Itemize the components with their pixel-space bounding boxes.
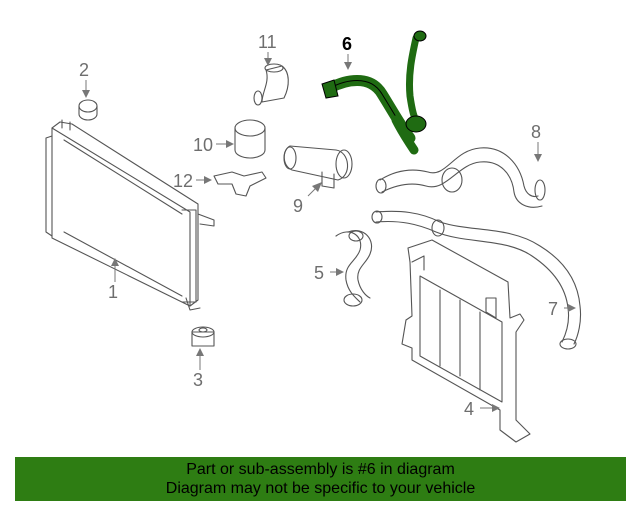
parts-diagram: 1 2 3 4 5 6 7 8 9 10 11 12 bbox=[45, 30, 582, 443]
callout-5: 5 bbox=[314, 263, 324, 283]
banner-line-part: Part or sub-assembly is #6 in diagram bbox=[186, 461, 455, 478]
radiator-cap[interactable] bbox=[78, 99, 98, 121]
callout-7: 7 bbox=[548, 299, 558, 319]
sleeve-10[interactable] bbox=[234, 119, 266, 159]
radiator-support[interactable] bbox=[401, 239, 531, 443]
callout-4: 4 bbox=[464, 399, 474, 419]
radiator-mount[interactable] bbox=[191, 326, 215, 347]
hose-8[interactable] bbox=[375, 147, 546, 208]
hose-7[interactable] bbox=[371, 210, 582, 350]
callout-8: 8 bbox=[531, 122, 541, 142]
callout-labels: 1 2 3 4 5 6 7 8 9 10 11 12 bbox=[79, 32, 558, 419]
radiator[interactable] bbox=[45, 119, 215, 311]
callout-3: 3 bbox=[193, 370, 203, 390]
leader-lines bbox=[82, 52, 576, 412]
elbow-11[interactable] bbox=[253, 63, 289, 106]
bracket-12[interactable] bbox=[213, 171, 267, 197]
banner-line-disclaimer: Diagram may not be specific to your vehi… bbox=[165, 480, 476, 497]
callout-11: 11 bbox=[258, 32, 277, 52]
info-banner: Part or sub-assembly is #6 in diagram Di… bbox=[15, 457, 626, 501]
callout-2: 2 bbox=[79, 60, 89, 80]
hose-6-highlighted[interactable] bbox=[321, 30, 427, 155]
callout-6: 6 bbox=[342, 34, 352, 54]
callout-9: 9 bbox=[293, 196, 303, 216]
callout-10: 10 bbox=[193, 135, 213, 155]
hose-5[interactable] bbox=[335, 230, 372, 307]
callout-1: 1 bbox=[108, 282, 118, 302]
water-pump[interactable] bbox=[283, 145, 353, 189]
callout-12: 12 bbox=[173, 171, 193, 191]
